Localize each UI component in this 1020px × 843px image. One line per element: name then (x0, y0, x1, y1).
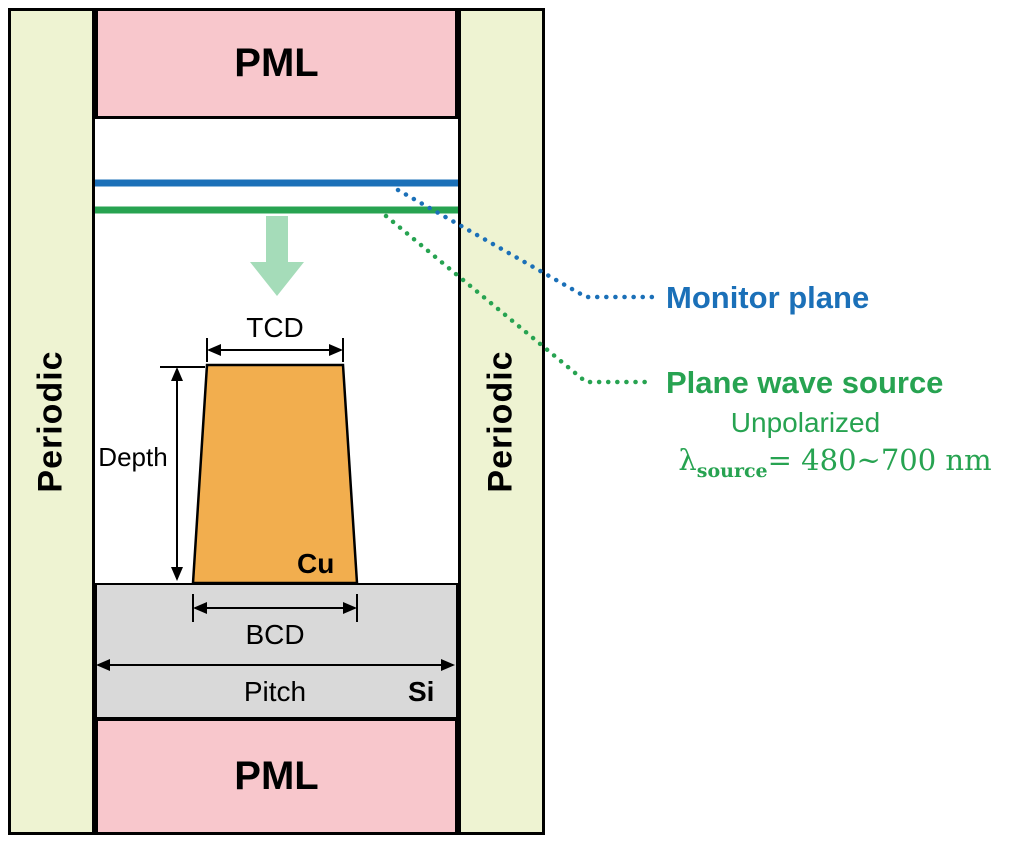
periodic-left-label: Periodic (32, 350, 71, 493)
pitch-label: Pitch (243, 676, 307, 707)
pml-boundary-top: PML (95, 8, 458, 119)
unpolarized-label: Unpolarized (730, 407, 881, 438)
periodic-right-label: Periodic (482, 350, 521, 493)
lambda-symbol: λ (678, 443, 697, 477)
monitor-plane-label: Monitor plane (666, 280, 870, 315)
periodic-boundary-left: Periodic (8, 8, 95, 835)
tcd-label: TCD (246, 312, 304, 343)
periodic-boundary-right: Periodic (458, 8, 545, 835)
cu-material-label: Cu (297, 548, 335, 579)
pml-top-label: PML (234, 41, 319, 85)
pml-bottom-label: PML (234, 754, 319, 798)
plane-wave-source-label: Plane wave source (666, 365, 944, 400)
si-material-label: Si (408, 676, 435, 707)
pml-boundary-bottom: PML (95, 718, 458, 835)
lambda-value: = 480~700 nm (767, 443, 992, 477)
bcd-label: BCD (245, 619, 305, 650)
si-substrate-region (95, 583, 458, 719)
wavelength-range-label: λsource= 480~700 nm (652, 443, 1018, 482)
depth-label: Depth (98, 442, 168, 472)
lambda-subscript: source (696, 459, 768, 482)
